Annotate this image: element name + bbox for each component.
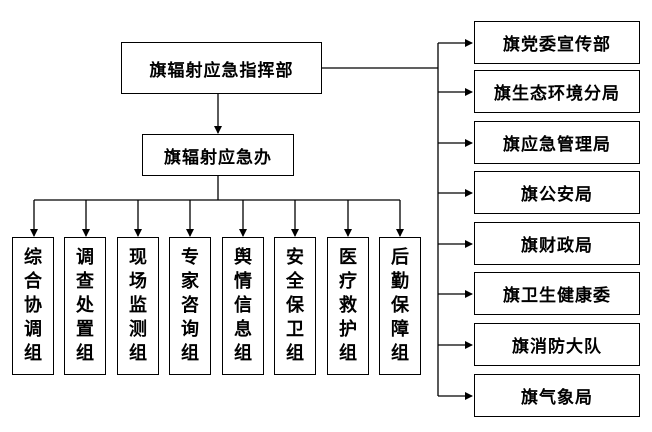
department-box-5: 旗财政局 — [474, 222, 640, 265]
department-box-4: 旗公安局 — [474, 171, 640, 214]
department-label-4: 旗公安局 — [521, 185, 593, 205]
group-box-4: 专家咨询组 — [169, 237, 211, 375]
department-label-1: 旗党委宣传部 — [503, 35, 611, 55]
group-box-3: 现场监测组 — [117, 237, 159, 375]
group-box-2: 调查处置组 — [64, 237, 106, 375]
department-label-8: 旗气象局 — [521, 388, 593, 408]
group-label-7: 医疗救护组 — [338, 247, 357, 364]
command-hq-box: 旗辐射应急指挥部 — [121, 42, 322, 94]
department-label-5: 旗财政局 — [521, 236, 593, 256]
group-label-4: 专家咨询组 — [180, 247, 199, 364]
department-label-2: 旗生态环境分局 — [494, 84, 620, 104]
group-box-8: 后勤保障组 — [379, 237, 421, 375]
department-label-3: 旗应急管理局 — [503, 135, 611, 155]
group-label-6: 安全保卫组 — [285, 247, 304, 364]
group-box-7: 医疗救护组 — [327, 237, 369, 375]
group-box-6: 安全保卫组 — [274, 237, 316, 375]
department-box-7: 旗消防大队 — [474, 323, 640, 366]
department-box-6: 旗卫生健康委 — [474, 272, 640, 315]
command-hq-label: 旗辐射应急指挥部 — [149, 60, 294, 81]
emergency-office-box: 旗辐射应急办 — [142, 134, 294, 176]
emergency-office-label: 旗辐射应急办 — [164, 147, 272, 168]
department-box-3: 旗应急管理局 — [474, 121, 640, 164]
department-box-2: 旗生态环境分局 — [474, 70, 640, 113]
department-box-1: 旗党委宣传部 — [474, 21, 640, 64]
group-label-3: 现场监测组 — [128, 247, 147, 364]
department-label-6: 旗卫生健康委 — [503, 286, 611, 306]
department-box-8: 旗气象局 — [474, 374, 640, 417]
group-label-1: 综合协调组 — [23, 247, 42, 364]
group-label-5: 舆情信息组 — [233, 247, 252, 364]
group-box-5: 舆情信息组 — [222, 237, 264, 375]
group-label-8: 后勤保障组 — [390, 247, 409, 364]
department-label-7: 旗消防大队 — [512, 337, 602, 357]
group-box-1: 综合协调组 — [12, 237, 54, 375]
group-label-2: 调查处置组 — [75, 247, 94, 364]
